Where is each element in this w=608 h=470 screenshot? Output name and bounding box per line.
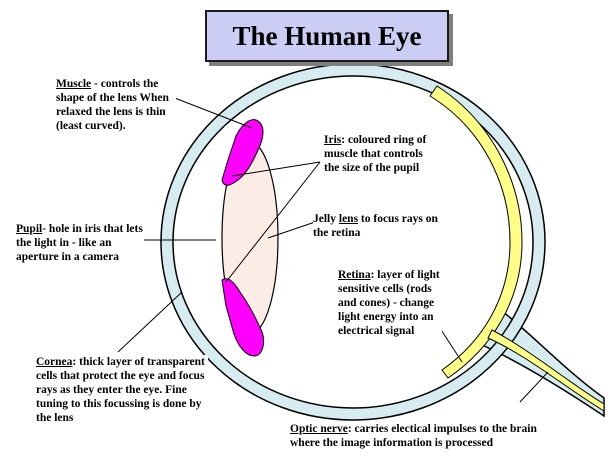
label-optic-nerve: Optic nerve: carries electical impulses …	[290, 422, 542, 450]
cornea-pointer	[117, 291, 183, 353]
label-cornea: Cornea: thick layer of transparent cells…	[36, 355, 208, 425]
label-pupil-text: - hole in iris that lets the light in - …	[16, 223, 143, 263]
title-box: The Human Eye	[205, 10, 449, 62]
label-lens-term: lens	[338, 213, 359, 225]
label-optic-nerve-text: : carries electical impulses to the brai…	[290, 423, 537, 449]
eyeball-sclera	[160, 63, 546, 421]
label-muscle: Muscle - controls the shape of the lens …	[56, 77, 176, 133]
label-retina-term: Retina	[338, 269, 371, 281]
iris-pointer-lower	[225, 161, 321, 283]
label-cornea-text: : thick layer of transparent cells that …	[36, 356, 205, 424]
label-lens-prefix: Jelly	[313, 213, 339, 225]
label-retina: Retina: layer of light sensitive cells (…	[338, 268, 442, 338]
optic-nerve-core	[487, 329, 605, 412]
optic-nerve-pointer	[519, 371, 549, 403]
retina-layer	[429, 85, 523, 379]
label-iris-term: Iris	[324, 134, 342, 146]
label-pupil: Pupil- hole in iris that lets the light …	[16, 222, 144, 264]
iris-muscle-lower	[221, 278, 265, 357]
label-iris: Iris: coloured ring of muscle that contr…	[324, 133, 430, 175]
label-optic-nerve-term: Optic nerve	[290, 423, 348, 435]
label-iris-text: : coloured ring of muscle that controls …	[324, 134, 427, 174]
label-lens: Jelly lens to focus rays on the retina	[313, 212, 443, 240]
label-muscle-text: - controls the shape of the lens When re…	[56, 78, 169, 132]
label-muscle-term: Muscle	[56, 78, 92, 90]
label-pupil-term: Pupil	[16, 223, 43, 235]
label-cornea-term: Cornea	[36, 356, 73, 368]
iris-pointer-upper	[231, 161, 321, 177]
iris-muscle-upper	[221, 119, 264, 186]
diagram-title: The Human Eye	[232, 20, 422, 51]
label-retina-text: : layer of light sensitive cells (rods a…	[338, 269, 440, 337]
label-lens-text: to focus rays on the retina	[313, 213, 438, 239]
lens-pointer	[267, 221, 316, 239]
